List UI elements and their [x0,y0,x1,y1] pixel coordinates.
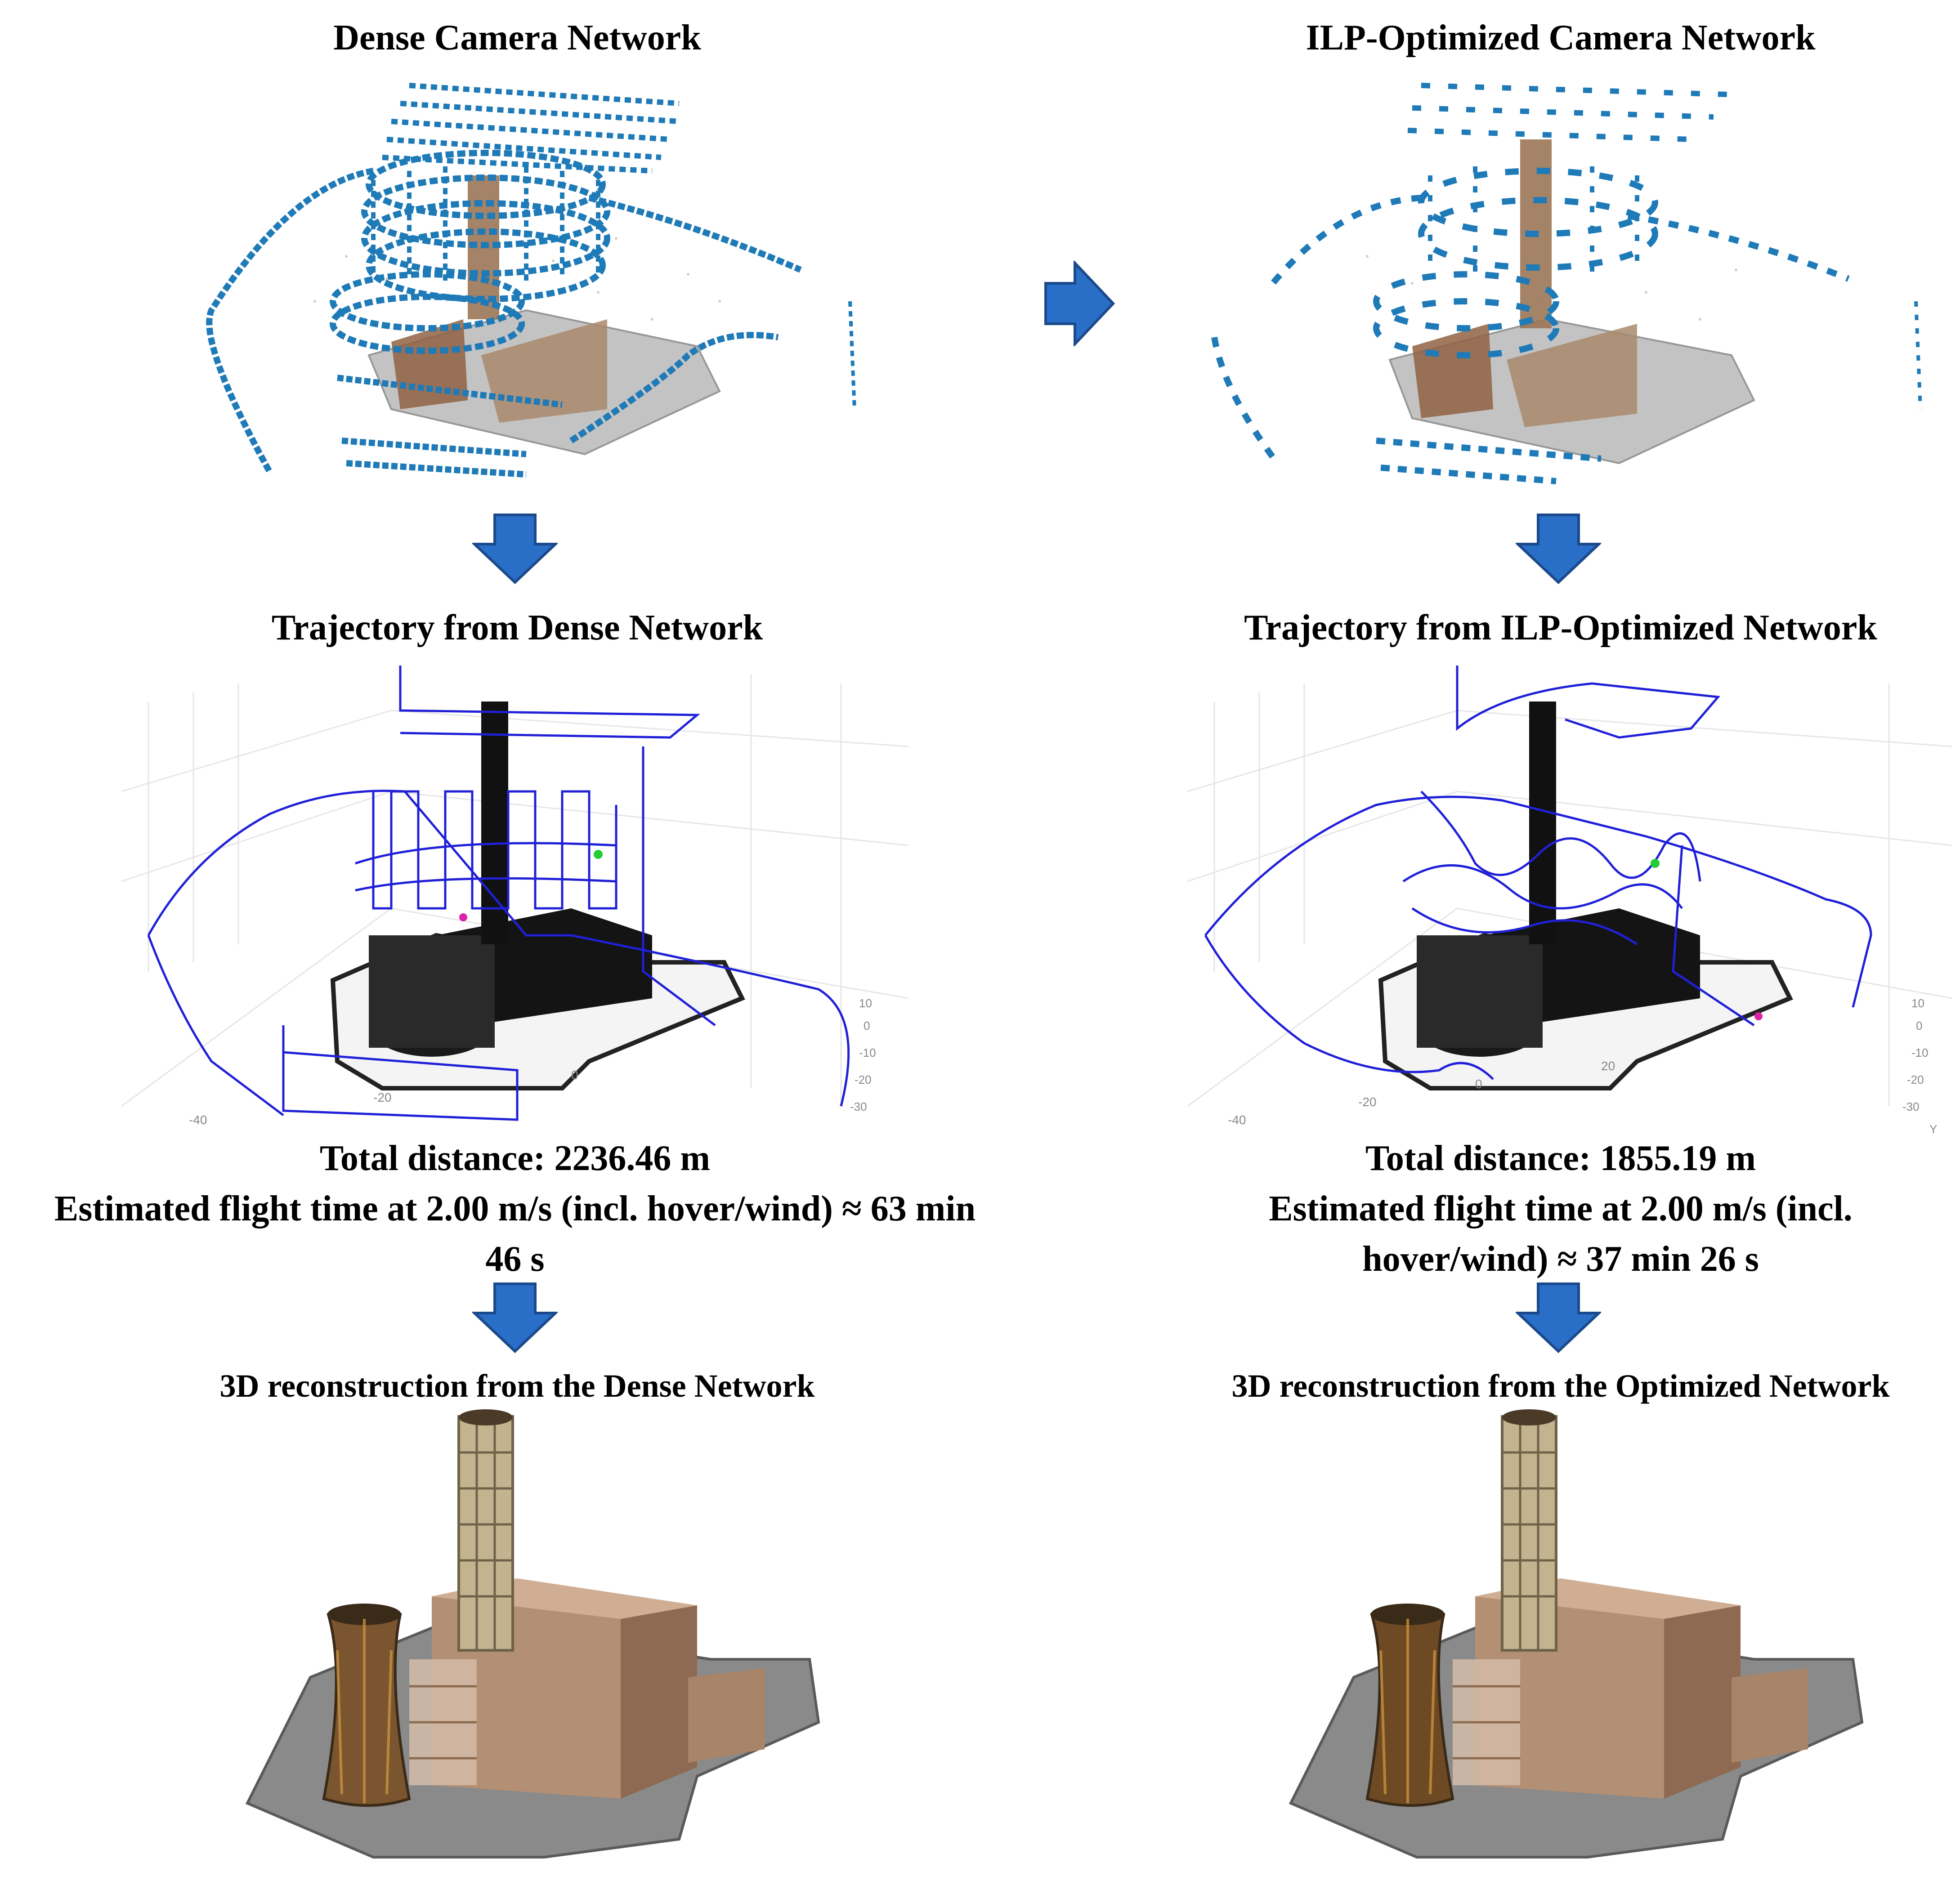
optimized-reconstruction-view [1282,1407,1871,1871]
down-arrow-icon [472,513,558,585]
optimized-total-distance: Total distance: 1855.19 m [1365,1139,1756,1178]
axis-tick-label: 0 [1475,1077,1482,1091]
down-arrow-icon [1516,1282,1601,1354]
axis-tick-label: 0 [571,1068,578,1082]
dense-reconstruction-view [238,1407,823,1871]
optimized-network-title: ILP-Optimized Camera Network [1306,18,1816,58]
dense-stats: Total distance: 2236.46 m Estimated flig… [0,1133,1030,1284]
axis-tick-label: -40 [1228,1113,1246,1127]
dense-network-title: Dense Camera Network [333,18,701,58]
axis-tick-label: -20 [855,1073,872,1086]
dense-flight-time-cont: 46 s [485,1239,545,1279]
optimized-camera-network-view [1196,67,1956,495]
dense-reconstruction-title: 3D reconstruction from the Dense Network [219,1368,815,1404]
down-arrow-icon [472,1282,558,1354]
axis-tick-label: -10 [859,1046,876,1059]
optimized-flight-time: Estimated flight time at 2.00 m/s (incl. [1269,1189,1853,1229]
dense-trajectory-title: Trajectory from Dense Network [271,608,763,648]
axis-tick-label: 0 [1916,1019,1922,1032]
dense-flight-time: Estimated flight time at 2.00 m/s (incl.… [54,1189,976,1229]
axis-tick-label: -40 [189,1113,207,1127]
down-arrow-icon [1516,513,1601,585]
dense-total-distance: Total distance: 2236.46 m [319,1139,711,1178]
optimized-trajectory-title: Trajectory from ILP-Optimized Network [1244,608,1877,648]
axis-tick-label: 20 [1601,1059,1615,1073]
right-arrow-icon [1043,261,1115,346]
axis-tick-label: -20 [1358,1095,1376,1109]
axis-tick-label: -30 [1902,1100,1920,1113]
axis-tick-label: -20 [1907,1073,1924,1086]
optimized-stats: Total distance: 1855.19 m Estimated flig… [1169,1133,1952,1284]
dense-trajectory-plot: -40 -20 0 10 0 -10 -20 -30 [121,657,908,1142]
axis-tick-label: -20 [373,1090,391,1104]
axis-tick-label: -30 [850,1100,867,1113]
optimized-flight-time-cont: hover/wind) ≈ 37 min 26 s [1362,1239,1759,1279]
axis-tick-label: 10 [859,996,872,1010]
axis-label-y: Y [1929,1122,1937,1136]
axis-tick-label: 10 [1911,996,1924,1010]
axis-tick-label: -10 [1911,1046,1929,1059]
optimized-trajectory-plot: -40 -20 0 20 10 0 -10 -20 -30 Y [1187,657,1952,1142]
axis-tick-label: 0 [864,1019,870,1032]
dense-camera-network-view [157,67,899,495]
optimized-reconstruction-title: 3D reconstruction from the Optimized Net… [1231,1368,1890,1404]
